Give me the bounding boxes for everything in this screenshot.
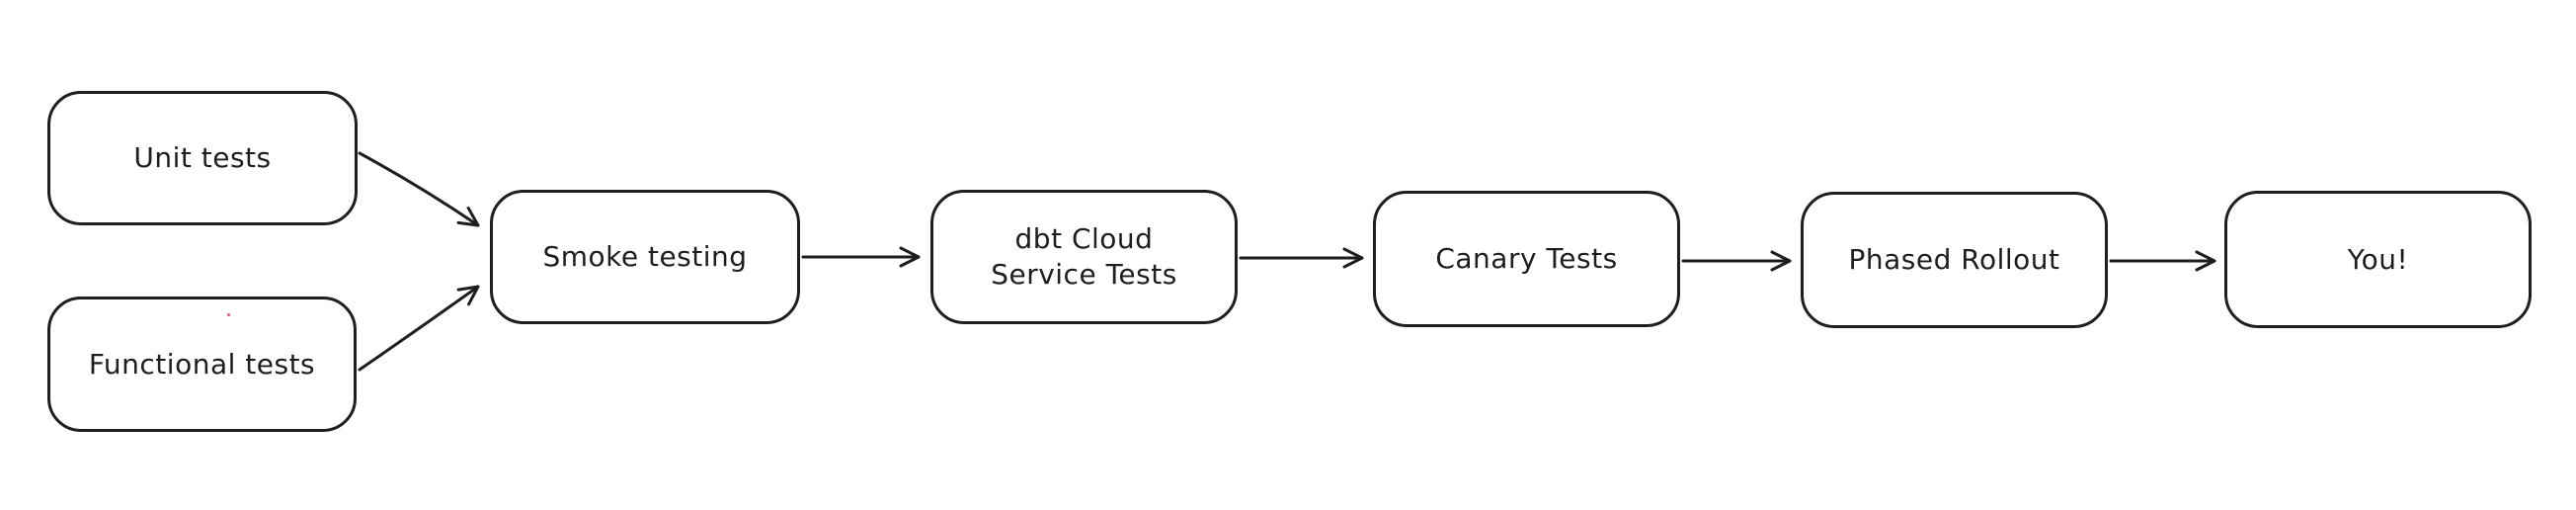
node-phased-rollout: Phased Rollout [1801,192,2108,328]
stray-red-dot [227,313,230,316]
node-canary-tests-label: Canary Tests [1435,242,1618,275]
node-unit-tests: Unit tests [47,91,358,225]
node-functional-tests-label: Functional tests [88,347,316,381]
arrow-functional-tests-to-smoke-testing [358,285,480,372]
node-functional-tests: Functional tests [47,297,357,432]
node-dbt-cloud-service-tests-label: dbt Cloud Service Tests [991,222,1177,291]
node-phased-rollout-label: Phased Rollout [1848,243,2060,276]
node-smoke-testing: Smoke testing [490,190,800,324]
node-unit-tests-label: Unit tests [133,141,272,174]
node-smoke-testing-label: Smoke testing [542,240,748,273]
node-dbt-cloud-service-tests: dbt Cloud Service Tests [930,190,1238,324]
node-you: You! [2224,191,2532,328]
arrow-unit-tests-to-smoke-testing [358,151,480,227]
node-you-label: You! [2347,242,2409,276]
node-canary-tests: Canary Tests [1373,191,1680,327]
